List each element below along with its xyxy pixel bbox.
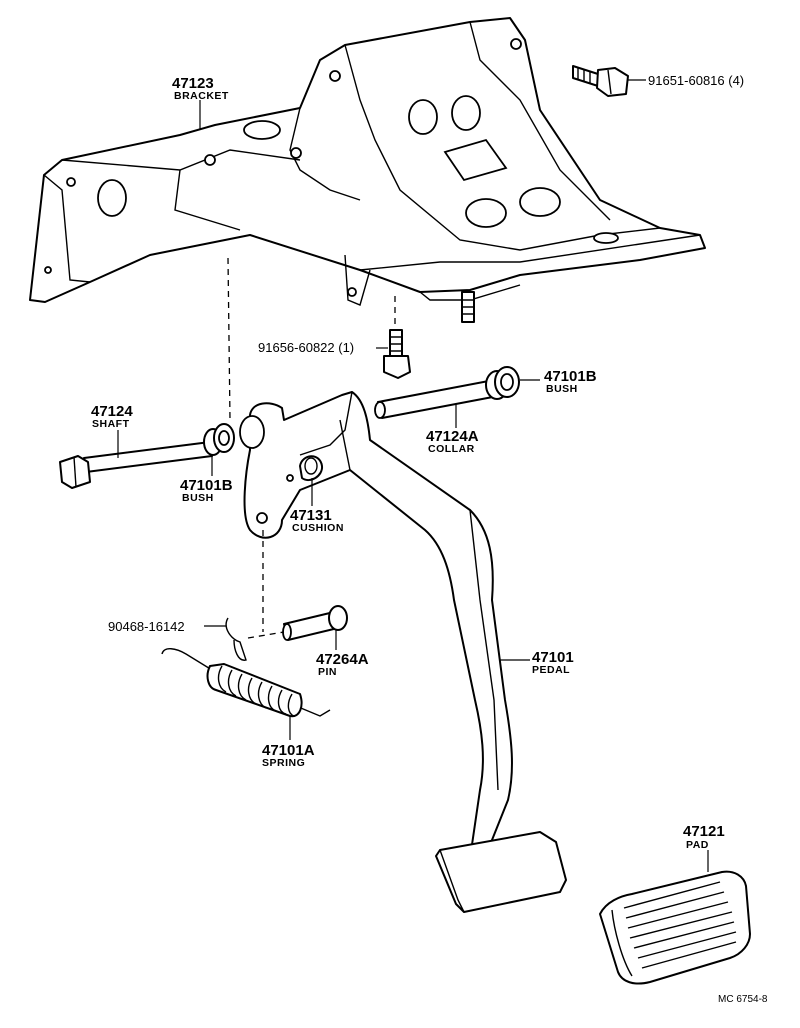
label-pedal-name: PEDAL [532, 664, 570, 676]
dash-bracket-to-pedal [227, 257, 231, 421]
label-clip-code: 90468-16142 [108, 619, 185, 634]
label-bush-left-name: BUSH [182, 492, 214, 504]
label-cushion-number: 47131 [290, 507, 332, 524]
clip-part [225, 617, 247, 661]
spring-part [161, 648, 331, 718]
bush-right-part [485, 366, 520, 400]
label-bracket-number: 47123 [172, 75, 214, 92]
label-bracket-name: BRACKET [174, 90, 229, 102]
label-collar-number: 47124A [426, 428, 479, 445]
label-pin-name: PIN [318, 666, 337, 678]
label-bush-left-number: 47101B [180, 477, 233, 494]
label-pedal-number: 47101 [532, 649, 574, 666]
label-cushion-name: CUSHION [292, 522, 344, 534]
cushion-part [299, 455, 324, 482]
label-spring-name: SPRING [262, 757, 305, 769]
label-shaft-number: 47124 [91, 403, 133, 420]
dash-clip-to-pin [247, 631, 285, 639]
label-pad-name: PAD [686, 839, 709, 851]
collar-part [374, 379, 499, 419]
pin-part [282, 605, 348, 641]
bolt-top-part [572, 65, 629, 97]
bolt-mid-part [383, 329, 411, 379]
label-pad-number: 47121 [683, 823, 725, 840]
label-spring-number: 47101A [262, 742, 315, 759]
label-bolt-mid-code: 91656-60822 (1) [258, 340, 354, 355]
footer-ref: MC 6754-8 [718, 994, 768, 1005]
label-bush-right-number: 47101B [544, 368, 597, 385]
label-bush-right-name: BUSH [546, 383, 578, 395]
pedal-part [239, 391, 567, 913]
label-collar-name: COLLAR [428, 443, 475, 455]
label-shaft-name: SHAFT [92, 418, 130, 430]
bracket-part [29, 17, 706, 323]
shaft-part [59, 441, 213, 489]
pad-part [599, 870, 751, 985]
label-bolt-top-code: 91651-60816 (4) [648, 73, 744, 88]
label-pin-number: 47264A [316, 651, 369, 668]
bush-left-part [203, 423, 235, 456]
